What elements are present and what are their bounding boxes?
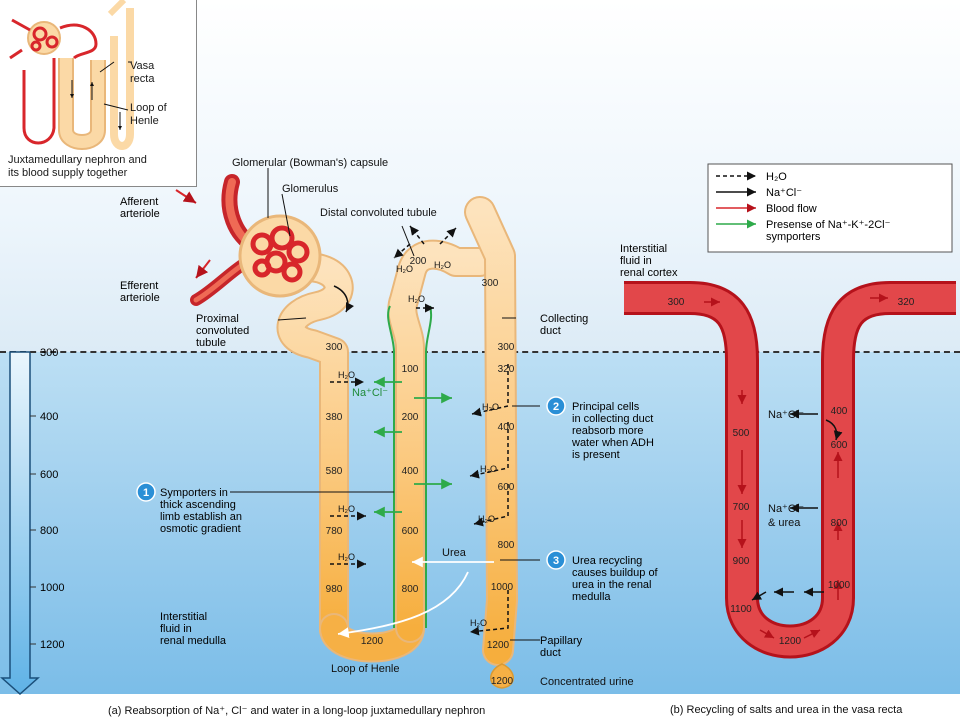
concentrated-urine-label: Concentrated urine xyxy=(540,676,634,688)
vasa-left-900: 900 xyxy=(733,556,750,567)
loop-bottom-value-1200: 1200 xyxy=(361,636,384,647)
thick-ascending-limb-left xyxy=(387,305,395,628)
callout-3-number: 3 xyxy=(553,555,559,567)
inset-diagram xyxy=(9,0,134,150)
asc-value-400: 400 xyxy=(402,466,419,477)
callout-1-number: 1 xyxy=(143,487,149,499)
vasa-right-400: 400 xyxy=(831,406,848,417)
cd-value-600: 600 xyxy=(498,482,515,493)
urea-recycle-arrow xyxy=(337,571,469,638)
h2o-distal-3: H₂O xyxy=(408,294,425,304)
water-arrows xyxy=(330,225,509,636)
cd-value-320: 320 xyxy=(498,364,515,375)
cortex-medulla-boundary xyxy=(0,351,960,353)
inset-panel: Vasa recta Loop of Henle Juxtamedullary … xyxy=(0,0,197,187)
caption-b: (b) Recycling of salts and urea in the v… xyxy=(670,704,903,716)
h2o-desc-1: H₂O xyxy=(338,370,355,380)
asc-value-200: 200 xyxy=(402,412,419,423)
h2o-distal-2: H₂O xyxy=(434,260,451,270)
legend-nacl-text: Na⁺Cl⁻ xyxy=(766,187,802,199)
asc-value-100: 100 xyxy=(402,364,419,375)
scale-tick-800: 800 xyxy=(40,525,58,537)
glomerulus xyxy=(250,225,310,283)
h2o-cd-4: H₂O xyxy=(470,618,487,628)
legend-water-text: H₂O xyxy=(766,171,787,183)
scale-ticks xyxy=(30,351,36,645)
nephron-tubule xyxy=(276,196,518,666)
caption-strip xyxy=(0,694,960,720)
nacl-label-vasa: Na⁺Cl⁻ xyxy=(768,409,804,421)
caption-a: (a) Reabsorption of Na⁺, Cl⁻ and water i… xyxy=(108,705,486,717)
cd-value-300b: 300 xyxy=(498,342,515,353)
nacl-urea-line-2: & urea xyxy=(768,517,801,529)
h2o-desc-3: H₂O xyxy=(338,552,355,562)
legend-symporter-text: Presense of Na⁺-K⁺-2Cl⁻symporters xyxy=(766,219,891,243)
bowmans-capsule-label: Glomerular (Bowman's) capsule xyxy=(232,157,388,169)
asc-value-800: 800 xyxy=(402,584,419,595)
callout-1-badge xyxy=(136,482,156,502)
desc-value-380: 380 xyxy=(326,412,343,423)
loop-of-henle-label: Loop of Henle xyxy=(331,663,400,675)
inset-vasa-recta-label: Vasa recta xyxy=(130,60,155,85)
vasa-recta xyxy=(624,281,956,659)
callout-2-badge xyxy=(546,396,566,416)
scale-tick-300: 300 xyxy=(40,347,58,359)
urea-label: Urea xyxy=(442,547,467,559)
nacl-urea-line-1: Na⁺Cl⁻ xyxy=(768,503,804,515)
scale-tick-1200: 1200 xyxy=(40,639,64,651)
h2o-distal-1: H₂O xyxy=(396,264,413,274)
desc-value-580: 580 xyxy=(326,466,343,477)
vasa-left-1100: 1100 xyxy=(730,604,752,615)
scale-tick-600: 600 xyxy=(40,469,58,481)
legend-blood-text: Blood flow xyxy=(766,203,817,215)
distal-tubule-label: Distal convoluted tubule xyxy=(320,207,437,219)
callout-2-number: 2 xyxy=(553,401,559,413)
urine-value-1200: 1200 xyxy=(491,676,514,687)
vasa-right-600: 600 xyxy=(831,440,848,451)
scale-tick-400: 400 xyxy=(40,411,58,423)
asc-value-600: 600 xyxy=(402,526,419,537)
vasa-right-1000: 1000 xyxy=(828,580,851,591)
glomerulus-label: Glomerulus xyxy=(282,183,339,195)
cd-value-800: 800 xyxy=(498,540,515,551)
nacl-label-green: Na⁺Cl⁻ xyxy=(352,387,388,399)
h2o-cd-3: H₂O xyxy=(478,514,495,524)
desc-value-780: 780 xyxy=(326,526,343,537)
cd-value-300a: 300 xyxy=(482,278,499,289)
urine-drop xyxy=(490,663,514,689)
desc-value-300: 300 xyxy=(326,342,343,353)
cd-value-400: 400 xyxy=(498,422,515,433)
scale-tick-1000: 1000 xyxy=(40,582,64,594)
nacl-arrows xyxy=(374,376,452,518)
inset-loop-label: Loop of Henle xyxy=(130,102,167,127)
callout-3-badge xyxy=(546,550,566,570)
thick-ascending-limb-right xyxy=(425,305,433,628)
distal-value-200: 200 xyxy=(410,256,427,267)
vasa-left-700: 700 xyxy=(733,502,750,513)
desc-value-980: 980 xyxy=(326,584,343,595)
vasa-right-800: 800 xyxy=(831,518,848,529)
h2o-desc-2: H₂O xyxy=(338,504,355,514)
h2o-cd-1: H₂O xyxy=(482,402,499,412)
cd-value-1200: 1200 xyxy=(487,640,510,651)
vasa-left-300: 300 xyxy=(668,297,685,308)
osmolarity-scale-arrow xyxy=(0,351,40,696)
vasa-bottom-1200: 1200 xyxy=(779,636,802,647)
inset-caption: Juxtamedullary nephron and its blood sup… xyxy=(8,154,147,179)
cd-value-1000: 1000 xyxy=(491,582,514,593)
vasa-right-320: 320 xyxy=(898,297,915,308)
vasa-left-500: 500 xyxy=(733,428,750,439)
h2o-cd-2: H₂O xyxy=(480,464,497,474)
